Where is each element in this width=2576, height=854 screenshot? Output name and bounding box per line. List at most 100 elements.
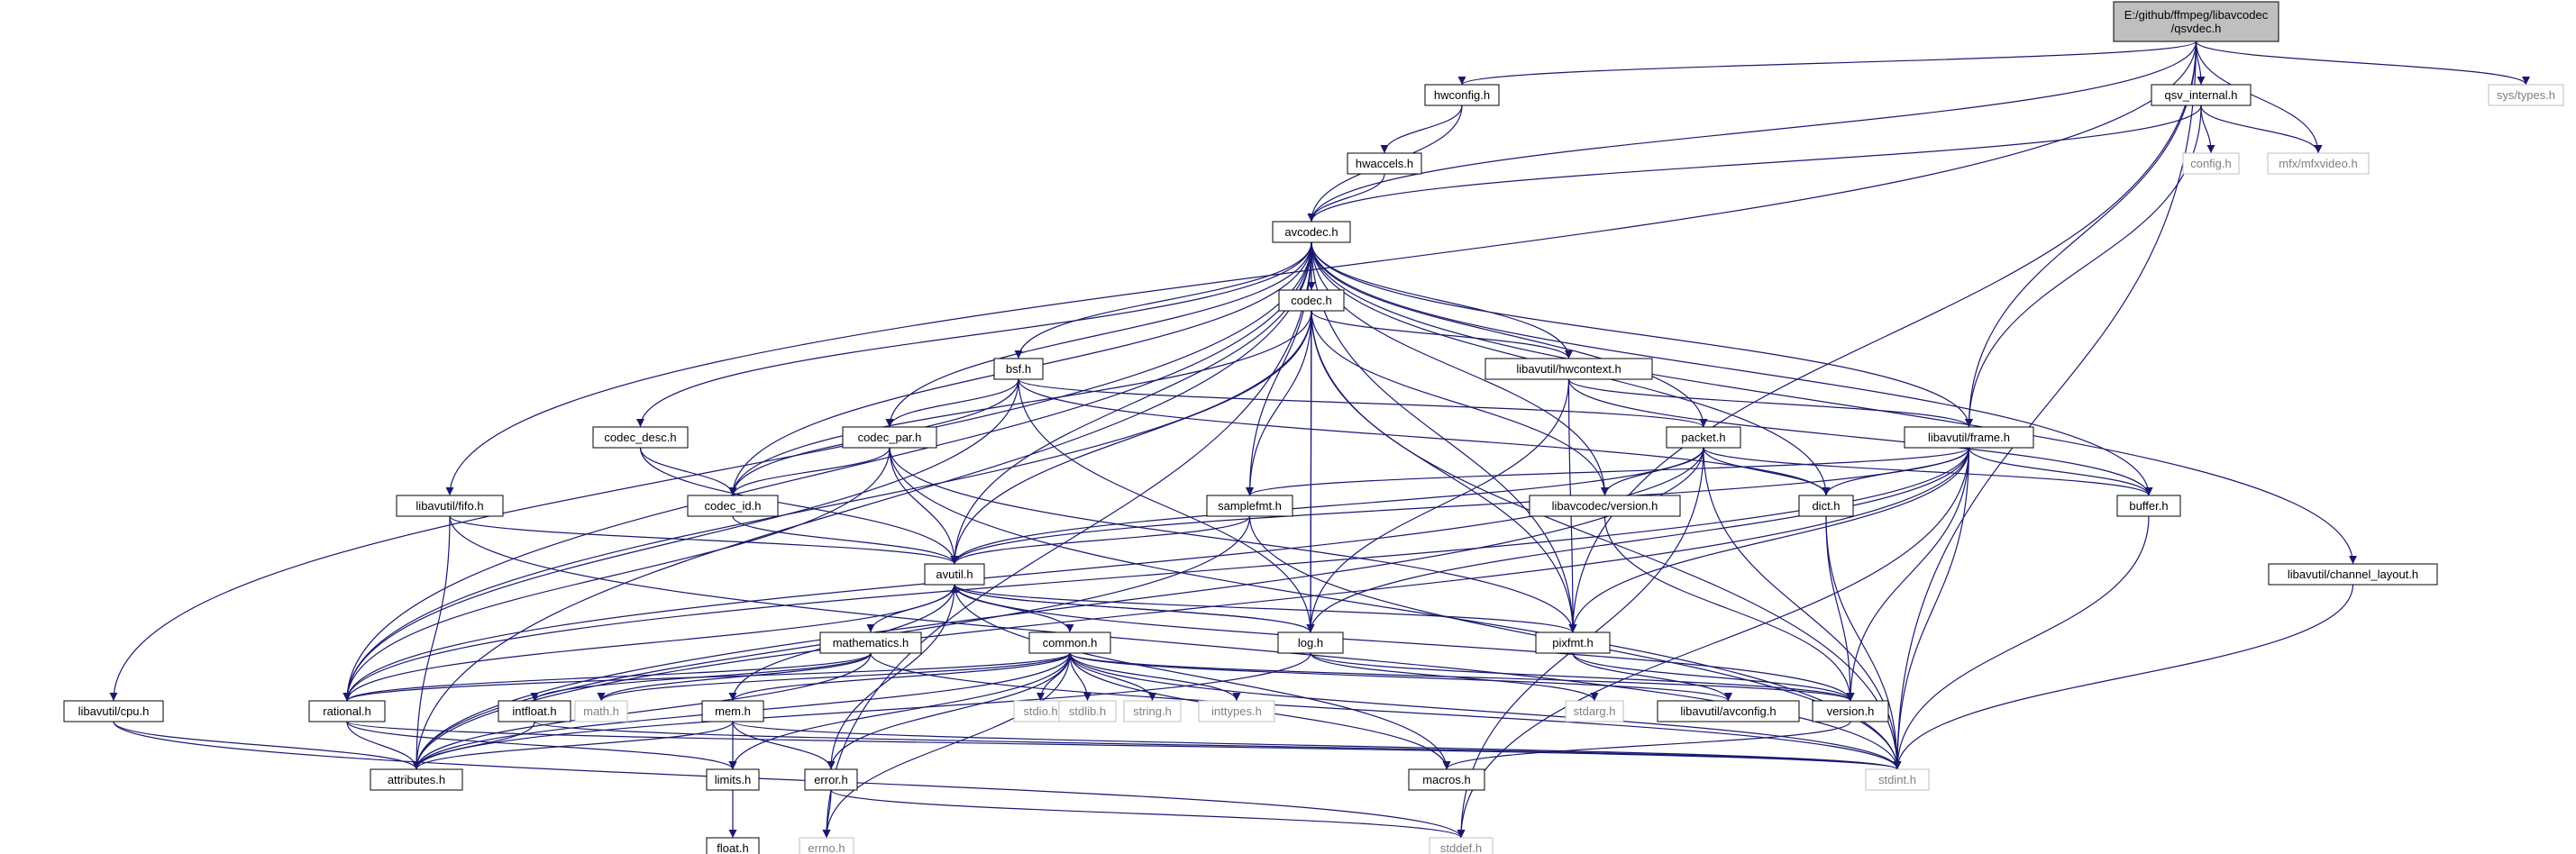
node-avutil[interactable]: avutil.h xyxy=(924,563,985,586)
node-log[interactable]: log.h xyxy=(1277,631,1344,654)
edge-codec_par-to-avutil xyxy=(889,447,959,565)
node-string[interactable]: string.h xyxy=(1123,700,1182,722)
edge-codec-to-lavcversion xyxy=(1311,310,1609,496)
node-label-mathematics: mathematics.h xyxy=(833,636,909,650)
edge-cpu-to-stddef xyxy=(113,721,1466,839)
node-hwcontext[interactable]: libavutil/hwcontext.h xyxy=(1484,358,1653,380)
node-box-codec_desc xyxy=(592,426,689,449)
node-stdarg[interactable]: stdarg.h xyxy=(1565,700,1624,722)
node-intfloat[interactable]: intfloat.h xyxy=(498,700,571,722)
node-samplefmt[interactable]: samplefmt.h xyxy=(1206,495,1293,517)
node-macros[interactable]: macros.h xyxy=(1408,768,1485,791)
edge-codec_par-to-codec_id xyxy=(728,447,891,496)
edge-qsvdec-to-mfxvideo xyxy=(2195,41,2323,154)
edge-codec-to-samplefmt xyxy=(1246,310,1312,496)
node-fifo[interactable]: libavutil/fifo.h xyxy=(396,495,504,517)
node-packet[interactable]: packet.h xyxy=(1666,426,1741,449)
node-frame[interactable]: libavutil/frame.h xyxy=(1904,426,2034,449)
node-pixfmt[interactable]: pixfmt.h xyxy=(1535,631,1611,654)
node-limits[interactable]: limits.h xyxy=(706,768,760,791)
node-error[interactable]: error.h xyxy=(804,768,858,791)
node-box-errno xyxy=(799,837,854,854)
node-stdio[interactable]: stdio.h xyxy=(1013,700,1068,722)
node-label-rational: rational.h xyxy=(323,704,370,718)
edge-common-to-errno xyxy=(822,652,1071,839)
node-label-bsf: bsf.h xyxy=(1006,362,1031,376)
node-channel_layout[interactable]: libavutil/channel_layout.h xyxy=(2268,563,2438,586)
node-qsv_internal[interactable]: qsv_internal.h xyxy=(2151,84,2252,106)
node-qsvdec[interactable]: E:/github/ffmpeg/libavcodec/qsvdec.h xyxy=(2113,1,2279,42)
node-mathh[interactable]: math.h xyxy=(574,700,628,722)
node-box-lavcversion xyxy=(1529,495,1681,517)
node-cpu[interactable]: libavutil/cpu.h xyxy=(63,700,164,722)
node-label-qsvdec: E:/github/ffmpeg/libavcodec xyxy=(2124,8,2269,22)
edge-buffer-to-stdint xyxy=(1893,515,2150,770)
node-box-macros xyxy=(1408,768,1485,791)
edge-fifo-to-attributes xyxy=(412,515,451,770)
node-attributes[interactable]: attributes.h xyxy=(370,768,463,791)
edge-frame-to-avutil xyxy=(950,447,1970,565)
node-box-packet xyxy=(1666,426,1741,449)
node-stddef[interactable]: stddef.h xyxy=(1429,837,1494,854)
node-bsf[interactable]: bsf.h xyxy=(993,358,1044,380)
node-box-frame xyxy=(1904,426,2034,449)
edge-common-to-mathh xyxy=(597,652,1071,702)
edge-avcodec-to-pixfmt xyxy=(1311,241,1577,633)
node-common[interactable]: common.h xyxy=(1028,631,1111,654)
node-label-common: common.h xyxy=(1043,636,1098,650)
node-codec_par[interactable]: codec_par.h xyxy=(842,426,937,449)
node-label-config: config.h xyxy=(2190,157,2232,170)
node-mem[interactable]: mem.h xyxy=(701,700,764,722)
edge-hwcontext-to-log xyxy=(1306,378,1570,633)
node-rational[interactable]: rational.h xyxy=(308,700,386,722)
edge-lavcversion-to-version xyxy=(1603,515,1855,702)
node-codec_id[interactable]: codec_id.h xyxy=(687,495,779,517)
node-hwaccels[interactable]: hwaccels.h xyxy=(1347,152,1422,175)
node-avconfig[interactable]: libavutil/avconfig.h xyxy=(1657,700,1800,722)
node-errno[interactable]: errno.h xyxy=(799,837,854,854)
node-dict[interactable]: dict.h xyxy=(1798,495,1854,517)
node-label-stdlib: stdlib.h xyxy=(1069,704,1106,718)
node-label-pixfmt: pixfmt.h xyxy=(1552,636,1594,650)
edge-layer xyxy=(109,41,2530,839)
node-avcodec[interactable]: avcodec.h xyxy=(1272,221,1351,243)
node-label-mem: mem.h xyxy=(715,704,751,718)
node-label-version: version.h xyxy=(1827,704,1875,718)
edge-avutil-to-version xyxy=(954,584,1855,702)
edge-intfloat-to-attributes xyxy=(412,721,535,770)
node-codec[interactable]: codec.h xyxy=(1278,289,1345,312)
node-box-fifo xyxy=(396,495,504,517)
node-mathematics[interactable]: mathematics.h xyxy=(819,631,922,654)
edge-common-to-inttypes xyxy=(1069,652,1241,702)
edge-channel_layout-to-stdint xyxy=(1893,584,2354,770)
edge-qsvdec-to-pixfmt xyxy=(1568,41,2197,633)
edge-mem-to-stdint xyxy=(732,721,1902,770)
node-box-qsvdec xyxy=(2113,1,2279,42)
node-float[interactable]: float.h xyxy=(706,837,760,854)
edge-avcodec-to-errno xyxy=(822,241,1312,839)
edge-dict-to-version xyxy=(1825,515,1855,702)
node-stdlib[interactable]: stdlib.h xyxy=(1058,700,1117,722)
node-label-attributes: attributes.h xyxy=(388,773,445,786)
node-stdint[interactable]: stdint.h xyxy=(1865,768,1930,791)
edge-codec_desc-to-codec_id xyxy=(639,447,737,496)
node-box-avconfig xyxy=(1657,700,1800,722)
node-box-float xyxy=(706,837,760,854)
node-label-codec_par: codec_par.h xyxy=(858,431,922,444)
node-box-string xyxy=(1123,700,1182,722)
node-box-inttypes xyxy=(1198,700,1275,722)
edge-rational-to-stdint xyxy=(346,721,1901,770)
node-label-stdarg: stdarg.h xyxy=(1574,704,1616,718)
node-label-buffer: buffer.h xyxy=(2129,499,2168,513)
node-mfxvideo[interactable]: mfx/mfxvideo.h xyxy=(2267,152,2370,175)
node-lavcversion[interactable]: libavcodec/version.h xyxy=(1529,495,1681,517)
node-hwconfig[interactable]: hwconfig.h xyxy=(1424,84,1500,106)
node-codec_desc[interactable]: codec_desc.h xyxy=(592,426,689,449)
node-config[interactable]: config.h xyxy=(2182,152,2240,175)
node-version[interactable]: version.h xyxy=(1812,700,1889,722)
node-systypes[interactable]: sys/types.h xyxy=(2488,84,2564,106)
node-inttypes[interactable]: inttypes.h xyxy=(1198,700,1275,722)
edge-mem-to-error xyxy=(732,721,836,770)
node-buffer[interactable]: buffer.h xyxy=(2116,495,2181,517)
edge-codec-to-avutil xyxy=(950,310,1312,565)
